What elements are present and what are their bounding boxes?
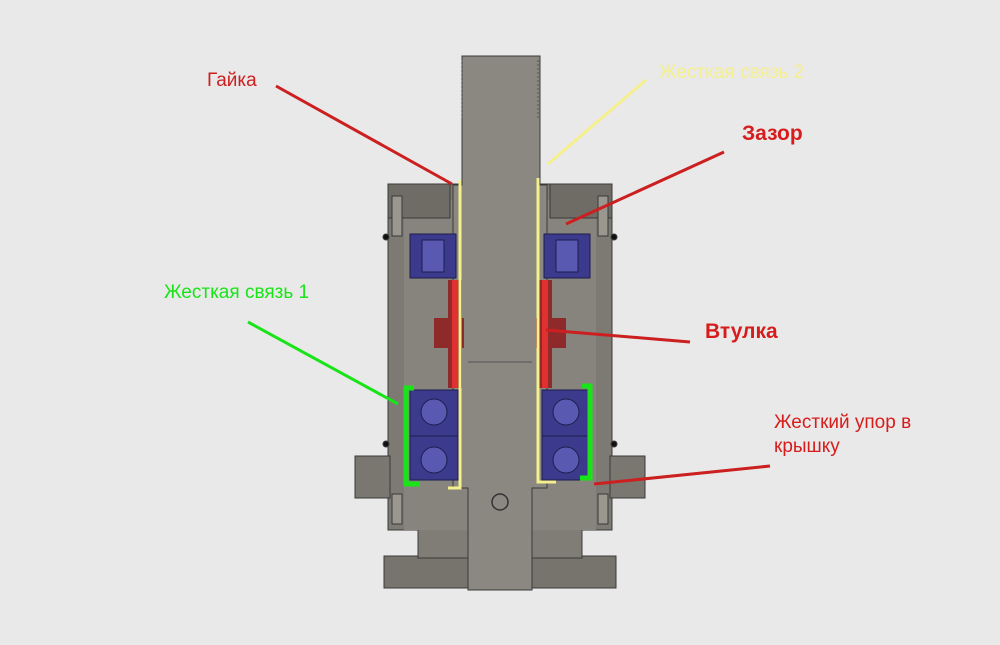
leader-hard-stop (593, 464, 771, 486)
lower-bearings (409, 389, 591, 481)
rigid-link-1-marking (403, 383, 593, 487)
leader-bushing (545, 328, 691, 344)
shaft (452, 55, 548, 591)
label-hard-stop: Жесткий упор в крышку (774, 412, 912, 457)
label-gap: Зазор (742, 122, 803, 145)
leader-nut (275, 84, 453, 186)
upper-bearings (409, 233, 591, 279)
label-rigid-link-2: Жесткая связь 2 (659, 62, 805, 83)
label-rigid-link-1: Жесткая связь 1 (164, 282, 310, 303)
label-bushing: Втулка (705, 320, 778, 343)
rigid-link-2-marking (448, 178, 556, 490)
leader-lines (247, 78, 771, 486)
leader-gap (565, 150, 725, 226)
leader-rigid-link-2 (547, 78, 647, 166)
label-nut: Гайка (207, 70, 257, 91)
leader-rigid-link-1 (247, 320, 399, 406)
